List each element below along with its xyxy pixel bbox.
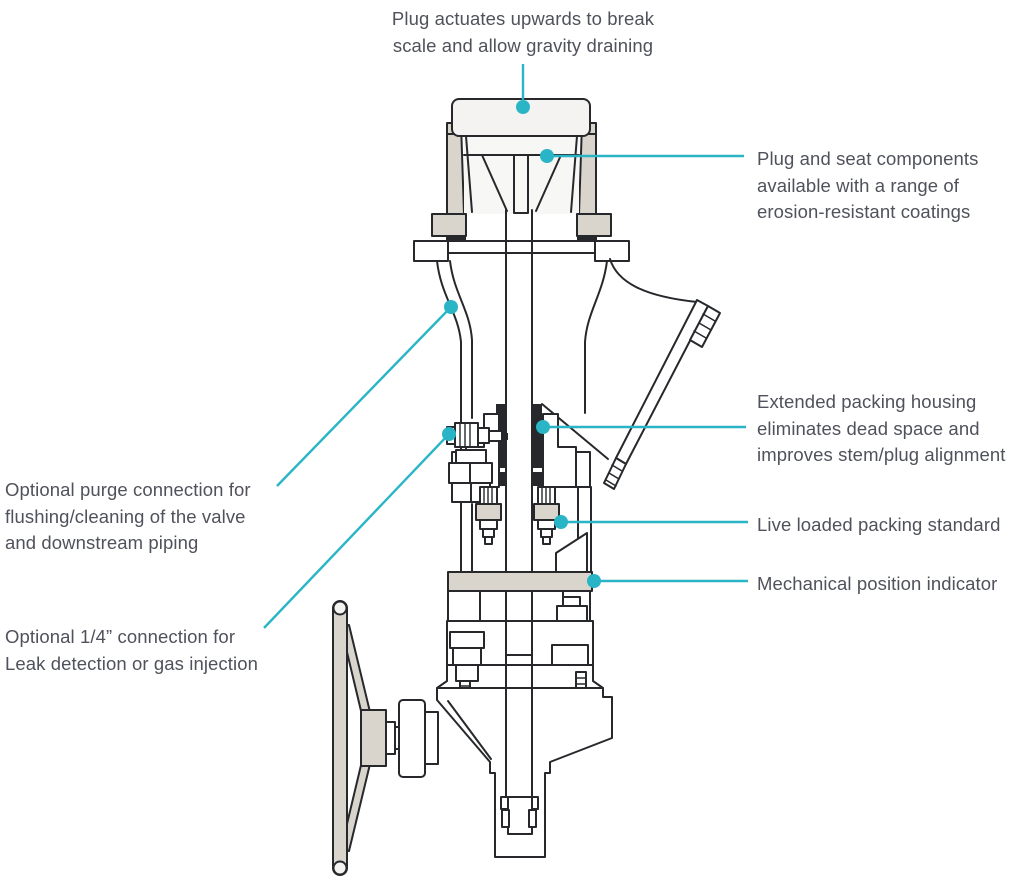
callout-text-line: Plug and seat components: [757, 148, 979, 169]
callout-text-line: erosion-resistant coatings: [757, 201, 971, 222]
gear-housing: [436, 486, 613, 858]
callout-dot-plug-seat: [540, 149, 554, 163]
callout-label-plug-seat: Plug and seat components available with …: [757, 146, 978, 226]
callout-leader-live-loaded: [554, 515, 748, 529]
callout-dot-live-loaded: [554, 515, 568, 529]
handwheel: [332, 600, 439, 876]
outlet-branch: [541, 258, 721, 490]
callout-dot-extended-packing: [536, 420, 550, 434]
bonnet: [413, 98, 630, 262]
callout-text-line: eliminates dead space and: [757, 417, 980, 439]
callout-label-live-loaded: Live loaded packing standard: [757, 512, 1000, 539]
callout-text-line: Extended packing housing: [757, 391, 977, 412]
handwheel-rim: [332, 600, 348, 876]
valve-stem: [500, 209, 539, 835]
callout-text-line: Live loaded packing standard: [757, 514, 1001, 535]
callout-text-line: available with a range of: [757, 174, 960, 196]
callout-text-line: flushing/cleaning of the valve: [5, 505, 246, 527]
callout-dot-position-indicator: [587, 574, 601, 588]
callout-dot-quarter-inch: [442, 427, 456, 441]
callout-leader-position-indicator: [587, 574, 748, 588]
live-loaded-spring-bolts: [475, 486, 560, 545]
callout-leader-plug-seat: [540, 149, 744, 163]
indicator-plate: [447, 571, 593, 592]
callout-label-quarter-inch: Optional 1/4” connection for Leak detect…: [5, 624, 258, 677]
position-indicator: [447, 532, 593, 592]
plug-stem-guide: [513, 154, 529, 214]
callout-leaders: [263, 64, 748, 629]
body-flange-tab-left: [413, 240, 449, 262]
valve-body-drawing: [332, 98, 721, 876]
callout-text-line: Optional purge connection for: [5, 479, 251, 500]
callout-leader-extended-packing: [536, 420, 746, 434]
callout-text-line: improves stem/plug alignment: [757, 444, 1006, 465]
callout-text-line: scale and allow gravity draining: [392, 34, 654, 56]
callout-label-position-indicator: Mechanical position indicator: [757, 571, 997, 598]
outlet-flange: [615, 299, 709, 465]
indicator-pointer: [555, 532, 588, 573]
callout-text-line: Plug actuates upwards to break: [391, 8, 655, 29]
callout-text-line: and downstream piping: [5, 532, 199, 553]
callout-leader-purge-connection: [276, 300, 458, 487]
callout-text-line: Leak detection or gas injection: [5, 652, 259, 674]
callout-label-purge-connection: Optional purge connection for flushing/c…: [5, 477, 251, 557]
callout-dot-purge-connection: [444, 300, 458, 314]
body-neck: [436, 260, 608, 573]
callout-label-plug-actuation: Plug actuates upwards to break scale and…: [380, 6, 666, 59]
callout-leader-quarter-inch: [263, 427, 456, 629]
callout-label-extended-packing: Extended packing housing eliminates dead…: [757, 389, 1006, 469]
plug-top-cap: [451, 98, 591, 137]
body-flange-tab-right: [594, 240, 630, 262]
handwheel-shaft-disc: [398, 699, 426, 778]
callout-text-line: Optional 1/4” connection for: [5, 626, 236, 647]
handwheel-hub: [360, 709, 387, 767]
callout-leader-plug-actuation: [516, 64, 530, 114]
callout-dot-plug-actuation: [516, 100, 530, 114]
callout-text-line: Mechanical position indicator: [757, 573, 998, 594]
